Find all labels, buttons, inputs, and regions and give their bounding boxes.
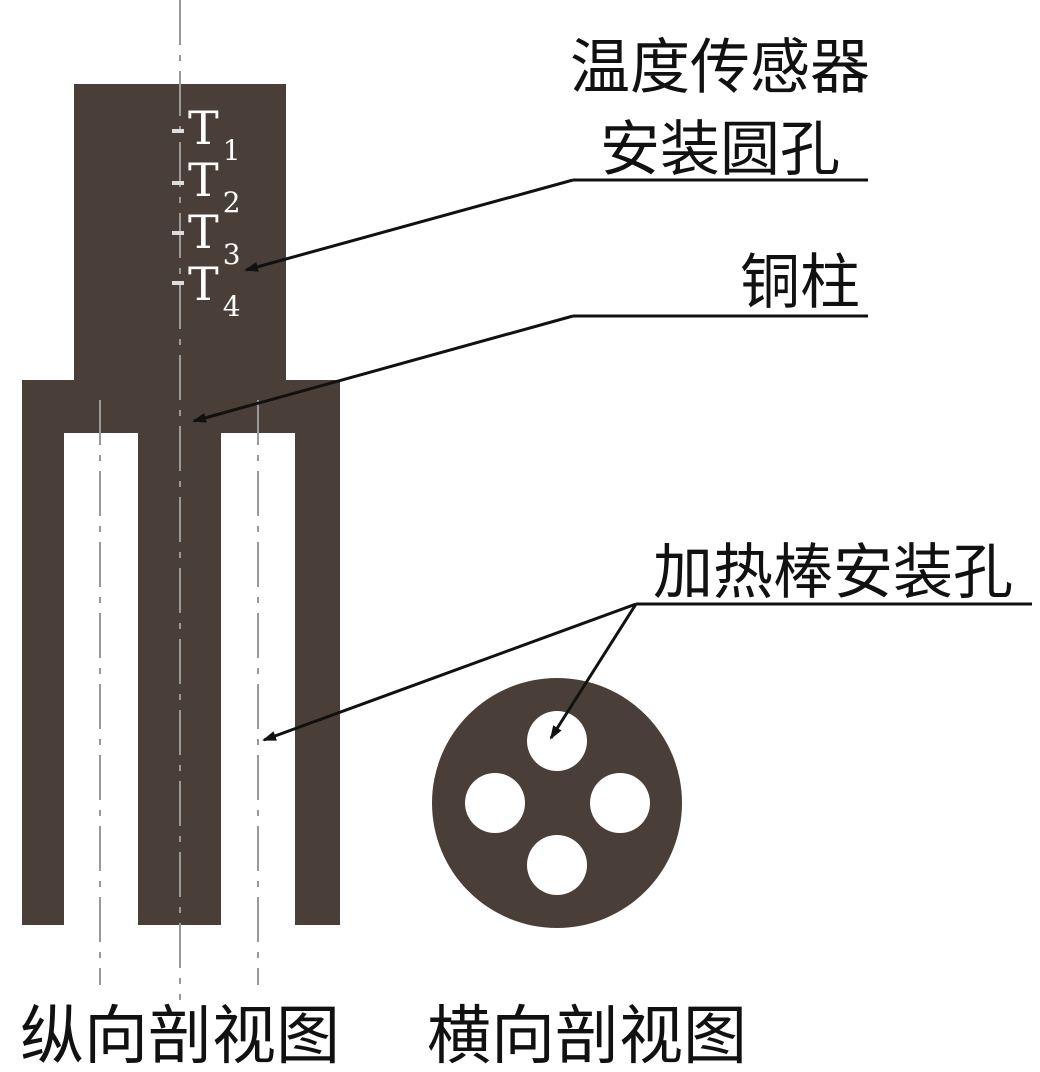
heater-hole-top: [527, 711, 587, 771]
heater-hole-right: [590, 773, 650, 833]
callout-sensor-hole: 温度传感器 安装圆孔: [244, 33, 870, 272]
leader-arrow: [192, 314, 574, 423]
sensor-hole: [172, 281, 184, 285]
sensor-hole: [172, 231, 184, 235]
callout-heater-hole: 加热棒安装孔: [262, 538, 1032, 742]
caption-longitudinal: 纵向剖视图: [20, 1000, 340, 1072]
caption-transverse: 横向剖视图: [427, 1000, 747, 1072]
sensor-hole: [172, 181, 184, 185]
copper-cross-section: [432, 678, 682, 928]
heater-hole-bottom: [527, 835, 587, 895]
leader-arrow: [262, 602, 637, 742]
heater-hole-left: [465, 773, 525, 833]
label-copper: 铜柱: [740, 248, 860, 318]
label-sensor-line1: 温度传感器: [570, 33, 870, 103]
transverse-section: [432, 678, 682, 928]
label-sensor-line2: 安装圆孔: [600, 115, 840, 185]
sensor-holes: [172, 129, 184, 285]
label-heater: 加热棒安装孔: [653, 538, 1013, 608]
leader-arrow: [549, 603, 638, 740]
leader-arrow: [244, 178, 574, 272]
sensor-hole: [172, 129, 184, 133]
callout-copper: 铜柱: [192, 248, 868, 423]
